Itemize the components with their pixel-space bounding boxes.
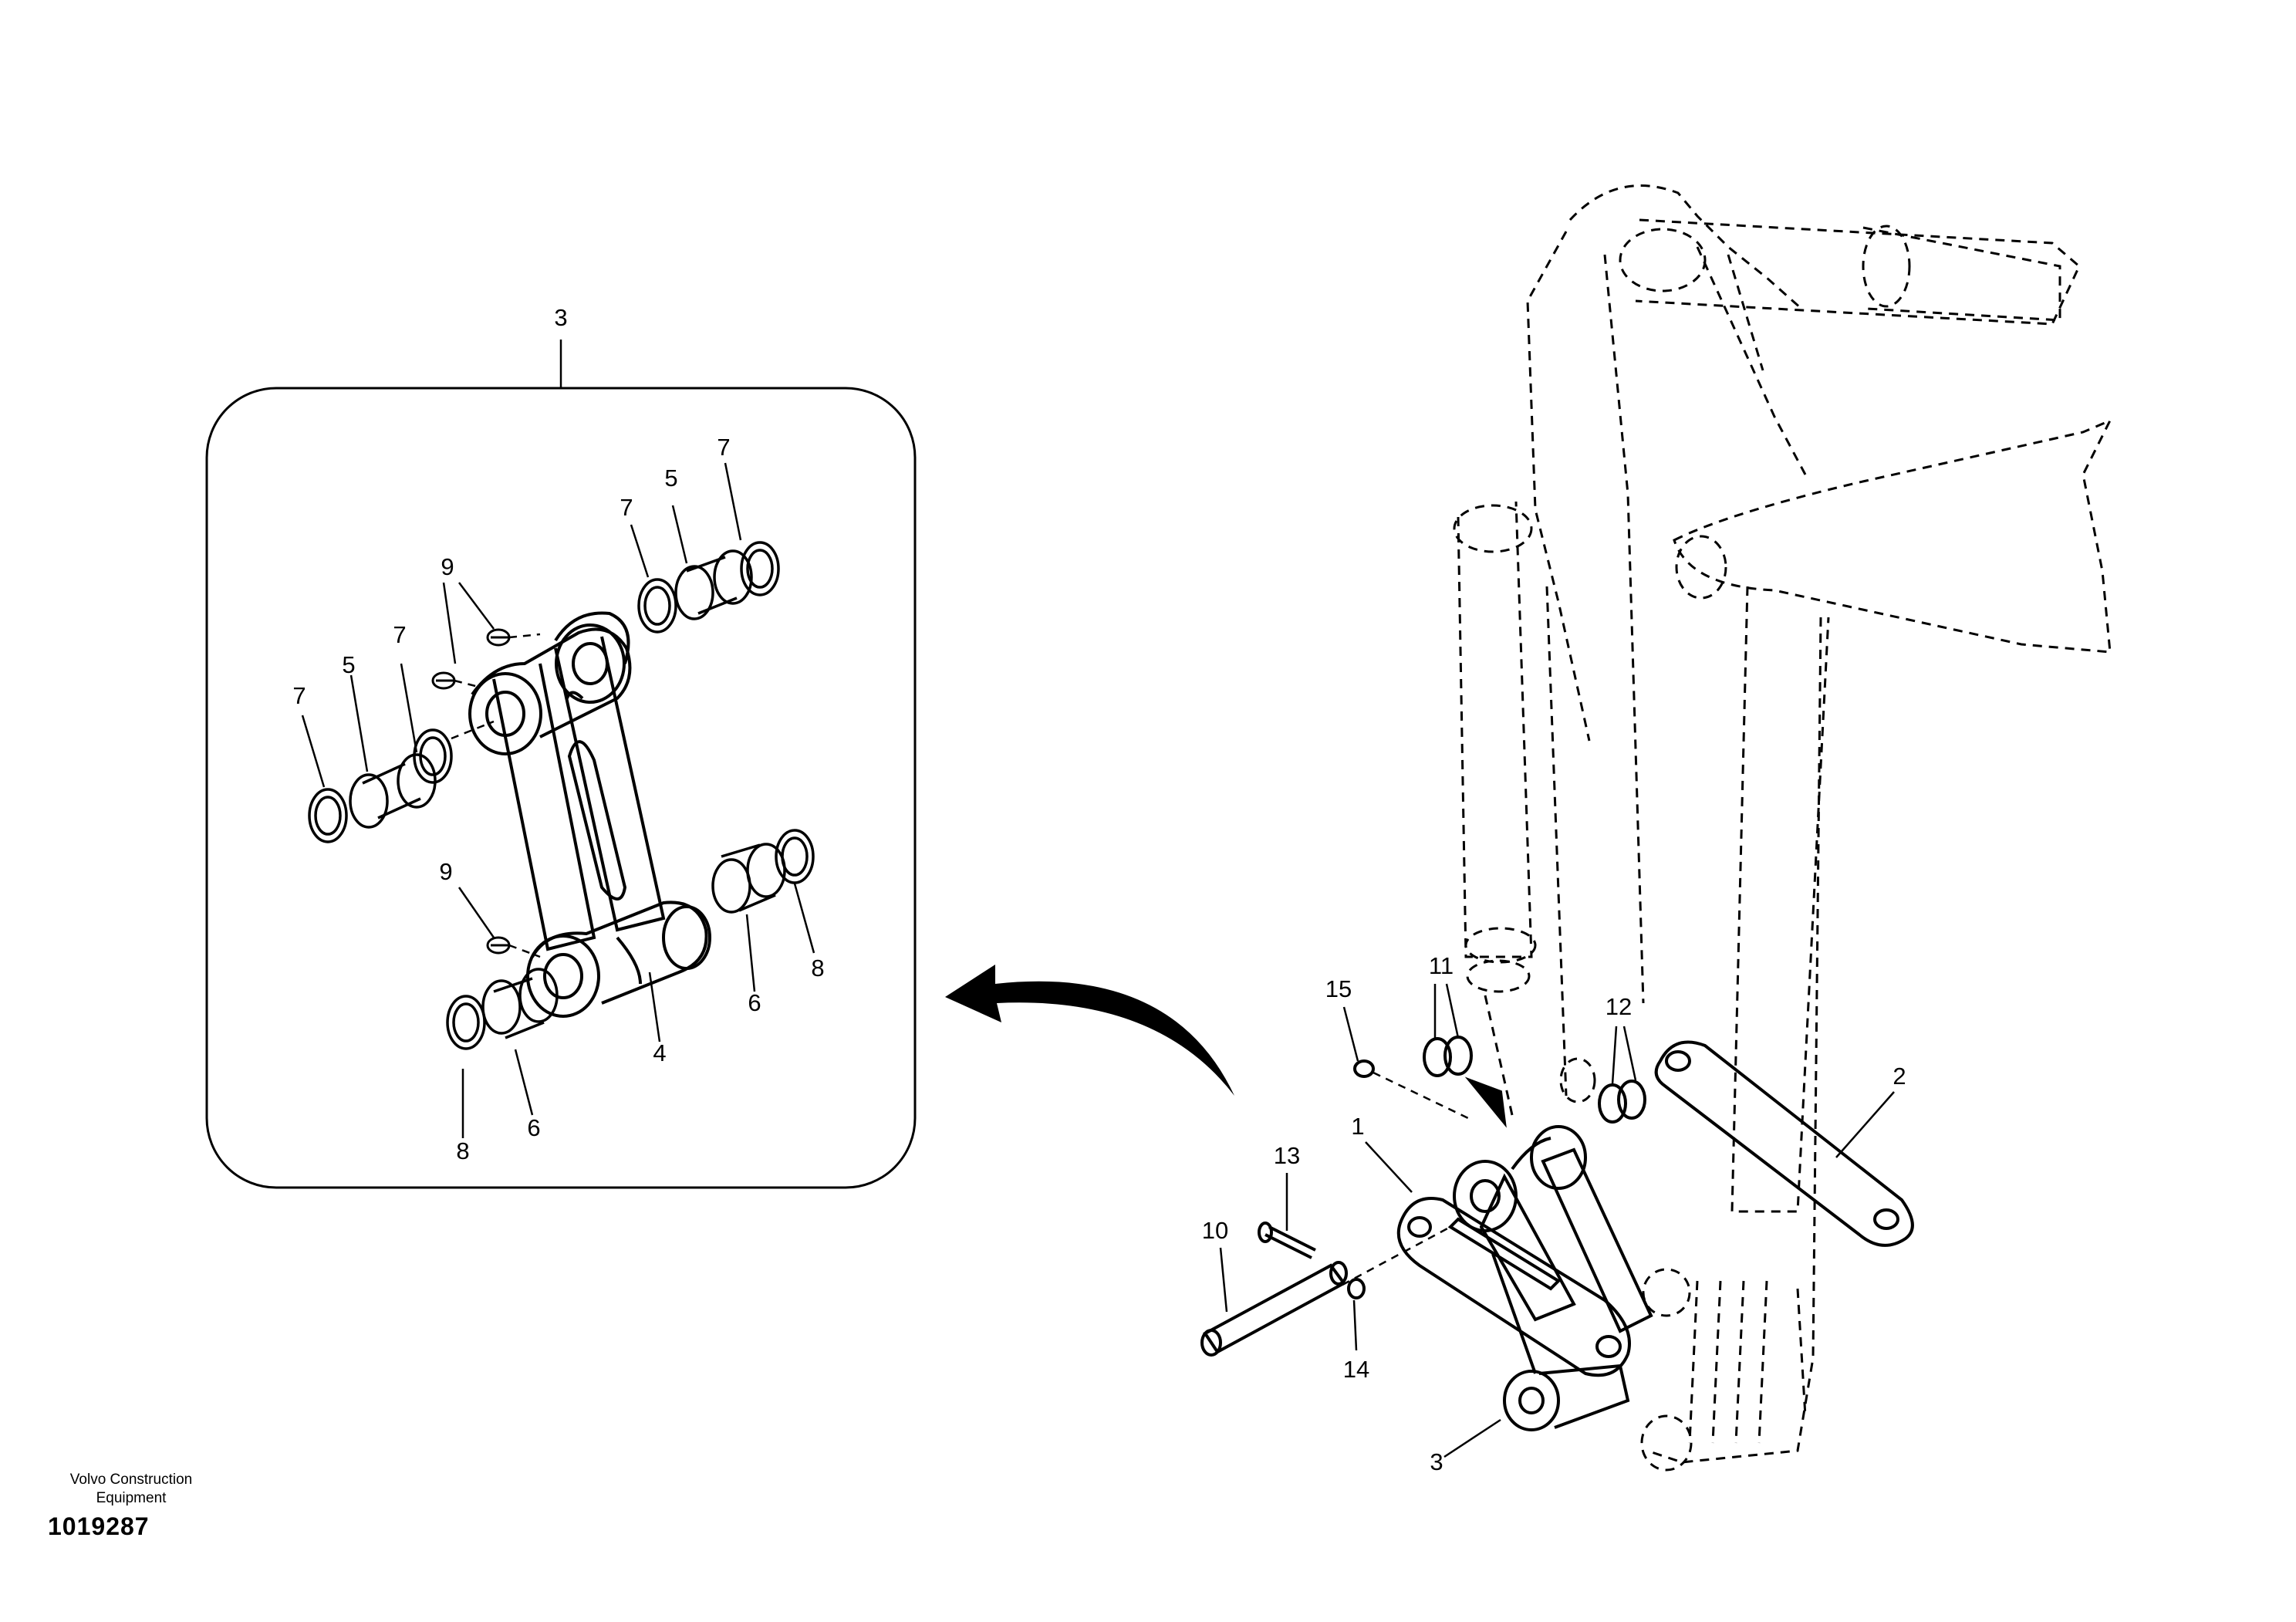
callout-10: 10 xyxy=(1202,1217,1228,1244)
leaders-detail xyxy=(301,462,815,1138)
arm-outline xyxy=(1453,184,2113,1472)
callout-8-left: 8 xyxy=(456,1137,469,1164)
callout-7-b: 7 xyxy=(393,621,406,648)
callout-9-bottom: 9 xyxy=(439,858,452,885)
callout-7-a: 7 xyxy=(292,682,306,709)
callout-7-c: 7 xyxy=(620,494,633,521)
curved-arrow xyxy=(945,965,1234,1096)
drawing-number: 1019287 xyxy=(48,1512,150,1540)
bushings-top-left xyxy=(308,728,453,843)
leaders-main xyxy=(1219,983,1895,1458)
part-14-nut xyxy=(1347,1278,1366,1299)
part-11-shims xyxy=(1423,1036,1473,1077)
bushings-top-right xyxy=(637,541,780,634)
callout-3-main: 3 xyxy=(1430,1448,1443,1475)
callout-6-left: 6 xyxy=(527,1114,540,1141)
bushings-bottom-right xyxy=(711,829,815,914)
link-part-detail xyxy=(468,611,711,1018)
part-12-shims xyxy=(1598,1080,1646,1124)
callout-12: 12 xyxy=(1606,993,1632,1020)
part-3-link xyxy=(1453,1125,1653,1431)
callout-14: 14 xyxy=(1343,1356,1369,1383)
callout-1: 1 xyxy=(1351,1113,1364,1140)
part-15-grease-nipple xyxy=(1353,1059,1375,1078)
callout-13: 13 xyxy=(1274,1142,1300,1169)
callout-15: 15 xyxy=(1325,975,1352,1002)
assembly-lines-main xyxy=(1342,1071,1470,1286)
bushings-bottom-left xyxy=(446,968,559,1050)
callout-7-d: 7 xyxy=(717,434,730,461)
part-2-link xyxy=(1654,1040,1914,1247)
callout-11: 11 xyxy=(1429,952,1454,979)
company-name-line-1: Volvo Construction xyxy=(69,1472,193,1488)
part-13-bolt xyxy=(1258,1222,1316,1259)
callout-5-right: 5 xyxy=(664,465,677,492)
callout-5-left: 5 xyxy=(342,651,355,678)
detail-callout-3: 3 xyxy=(554,304,567,331)
company-name: Volvo Construction Equipment xyxy=(31,1471,231,1508)
part-1-link xyxy=(1396,1197,1631,1377)
callouts-main: 15 11 12 2 1 13 10 14 3 xyxy=(1202,952,1906,1475)
main-view-parts xyxy=(1200,1036,1914,1431)
callout-4: 4 xyxy=(653,1039,666,1066)
callout-8-right: 8 xyxy=(811,955,824,982)
company-name-line-2: Equipment xyxy=(96,1490,167,1506)
callout-9-top: 9 xyxy=(441,553,454,580)
callout-2: 2 xyxy=(1893,1063,1906,1090)
callouts-detail: 7 5 7 9 7 5 7 9 8 6 4 6 8 xyxy=(292,434,824,1164)
detail-view: 3 xyxy=(205,304,917,1189)
detail-frame xyxy=(205,387,917,1189)
center-lines-detail xyxy=(451,633,541,958)
callout-6-right: 6 xyxy=(748,989,761,1016)
